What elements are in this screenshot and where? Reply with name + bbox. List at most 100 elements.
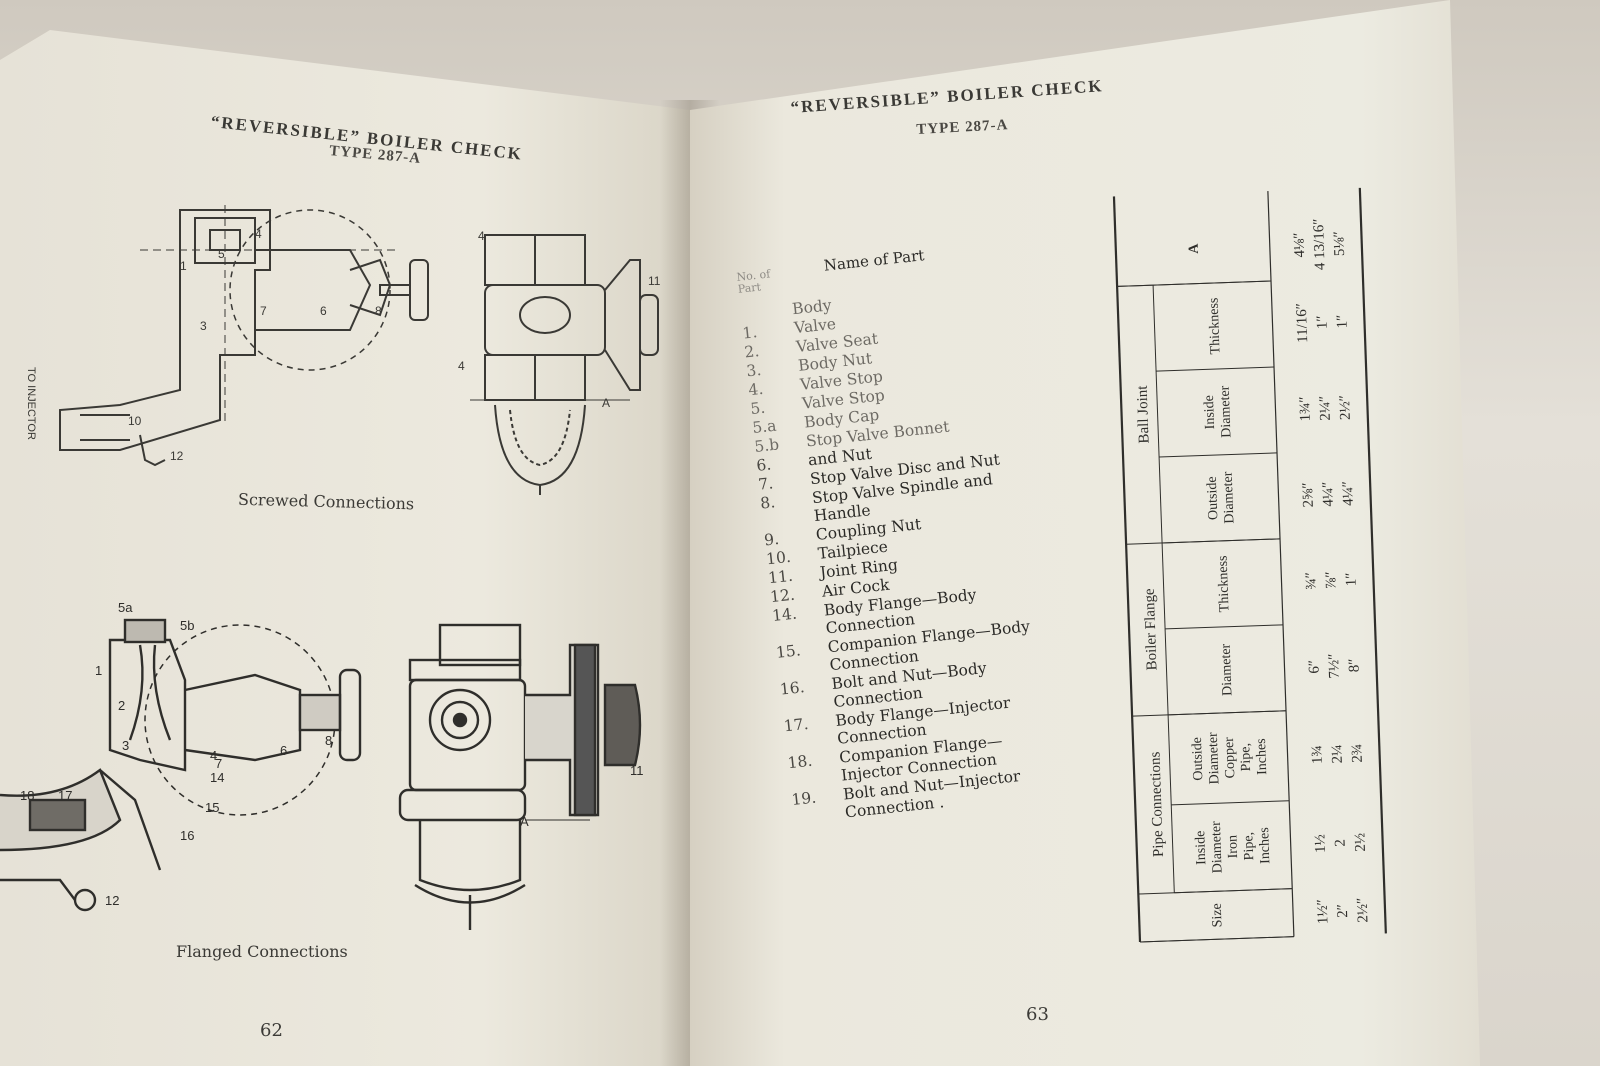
table-cell-value: 4⅛″ bbox=[1291, 232, 1308, 258]
table-cell-value: 2″ bbox=[1335, 904, 1351, 918]
table-column-header: Inches bbox=[1257, 827, 1273, 864]
left-page: “REVERSIBLE” BOILER CHECK TYPE 287-A bbox=[0, 30, 690, 1066]
svg-text:7: 7 bbox=[260, 304, 267, 318]
table-column-header: Diameter bbox=[1219, 643, 1236, 696]
table-cell-value: 6″ bbox=[1306, 660, 1322, 674]
table-cell-value: ¾″ bbox=[1303, 572, 1320, 590]
table-top-rule bbox=[1112, 196, 1142, 943]
table-column-divider bbox=[1156, 366, 1275, 372]
table-cell-value: 1¾″ bbox=[1297, 396, 1314, 422]
table-column-divider bbox=[1168, 710, 1287, 716]
svg-text:18: 18 bbox=[20, 788, 34, 803]
table-column-header: Iron bbox=[1225, 835, 1241, 859]
right-page: “REVERSIBLE” BOILER CHECK TYPE 287-A 63 bbox=[690, 0, 1480, 1066]
dimension-table-body: Pipe Connections Boiler Flange Ball JointS… bbox=[1112, 187, 1387, 943]
table-cell-value: 2¼″ bbox=[1317, 395, 1334, 421]
right-page-number: 63 bbox=[1026, 1004, 1049, 1025]
svg-text:4: 4 bbox=[478, 229, 485, 243]
svg-text:6: 6 bbox=[320, 304, 327, 318]
table-column-divider bbox=[1159, 452, 1278, 458]
svg-text:4: 4 bbox=[458, 359, 465, 373]
table-column-divider bbox=[1171, 800, 1290, 806]
table-column-header: Outside bbox=[1190, 737, 1207, 781]
table-cell-value: 2½″ bbox=[1355, 897, 1372, 923]
table-column-header: Diameter bbox=[1218, 385, 1235, 438]
svg-text:14: 14 bbox=[210, 770, 224, 785]
svg-text:15: 15 bbox=[205, 800, 219, 815]
svg-text:1: 1 bbox=[180, 259, 187, 273]
table-column-divider bbox=[1165, 624, 1284, 630]
svg-text:16: 16 bbox=[180, 828, 194, 843]
svg-text:8: 8 bbox=[325, 733, 332, 748]
table-cell-value: 5⅛″ bbox=[1331, 231, 1348, 257]
table-cell-value: 2¾ bbox=[1349, 744, 1366, 763]
table-cell-value: ⅞″ bbox=[1323, 571, 1340, 589]
svg-text:A: A bbox=[602, 396, 610, 410]
table-cell-value: 2 bbox=[1333, 839, 1349, 847]
table-cell-value: 11/16″ bbox=[1294, 303, 1311, 343]
table-column-header: Pipe, bbox=[1238, 743, 1254, 772]
table-column-divider bbox=[1139, 936, 1294, 943]
table-cell-value: 1″ bbox=[1314, 315, 1330, 329]
table-cell-value: 1″ bbox=[1343, 572, 1359, 586]
table-bottom-rule bbox=[1358, 187, 1387, 934]
table-column-header: Copper bbox=[1222, 737, 1238, 779]
table-column-header: Inches bbox=[1254, 738, 1270, 775]
table-column-header: A bbox=[1187, 242, 1202, 254]
svg-text:2: 2 bbox=[118, 698, 125, 713]
table-column-divider bbox=[1174, 888, 1293, 894]
caption-flanged: Flanged Connections bbox=[176, 942, 348, 961]
table-cell-value: 2½ bbox=[1352, 833, 1369, 852]
table-column-header: Diameter bbox=[1209, 821, 1226, 874]
svg-text:5b: 5b bbox=[180, 618, 194, 633]
table-column-header: Inside bbox=[1202, 395, 1218, 430]
table-column-header: Inside bbox=[1193, 830, 1209, 865]
svg-text:3: 3 bbox=[200, 319, 207, 333]
screwed-connections-drawing: 4 5 1 3 7 6 8 10 12 4 4 11 A TO INJECTOR bbox=[25, 205, 660, 495]
table-cell-value: 1½ bbox=[1312, 834, 1329, 853]
table-cell-value: 7½″ bbox=[1326, 653, 1343, 679]
table-cell-value: 4¼″ bbox=[1340, 481, 1357, 507]
table-cell-value: 2¼ bbox=[1329, 744, 1346, 763]
table-column-header: Thickness bbox=[1207, 297, 1224, 354]
svg-text:12: 12 bbox=[105, 893, 119, 908]
left-page-number: 62 bbox=[260, 1020, 283, 1041]
table-column-header: Size bbox=[1210, 903, 1226, 928]
svg-text:6: 6 bbox=[280, 743, 287, 758]
table-cell-value: 1″ bbox=[1334, 314, 1350, 328]
svg-text:5a: 5a bbox=[118, 600, 133, 615]
svg-text:4: 4 bbox=[210, 748, 217, 763]
table-column-divider bbox=[1117, 280, 1272, 287]
table-column-header: Pipe, bbox=[1241, 832, 1257, 861]
table-cell-value: 2½″ bbox=[1337, 395, 1354, 421]
table-cell-value: 1½″ bbox=[1315, 899, 1332, 925]
svg-text:A: A bbox=[520, 814, 529, 829]
table-group-header: Ball Joint bbox=[1135, 385, 1153, 444]
svg-text:8: 8 bbox=[375, 304, 382, 318]
table-column-header: Outside bbox=[1205, 476, 1222, 520]
svg-text:4: 4 bbox=[255, 227, 262, 241]
svg-text:17: 17 bbox=[58, 788, 72, 803]
svg-text:1: 1 bbox=[95, 663, 102, 678]
table-column-divider bbox=[1162, 538, 1281, 544]
table-cell-value: 4¼″ bbox=[1320, 481, 1337, 507]
svg-text:TO INJECTOR: TO INJECTOR bbox=[25, 367, 37, 440]
table-cell-value: 1¾ bbox=[1309, 745, 1326, 764]
svg-text:12: 12 bbox=[170, 449, 184, 463]
svg-text:3: 3 bbox=[122, 738, 129, 753]
table-header-rule bbox=[1267, 191, 1295, 937]
table-cell-value: 8″ bbox=[1346, 658, 1362, 672]
table-group-header: Boiler Flange bbox=[1142, 588, 1161, 671]
table-group-header: Pipe Connections bbox=[1147, 751, 1167, 857]
svg-text:11: 11 bbox=[648, 274, 660, 288]
table-column-header: Thickness bbox=[1216, 555, 1233, 612]
table-column-header: Diameter bbox=[1206, 732, 1223, 785]
svg-text:5: 5 bbox=[218, 247, 225, 261]
table-group-rule bbox=[1152, 285, 1163, 544]
svg-text:10: 10 bbox=[128, 414, 142, 428]
table-column-header: Diameter bbox=[1221, 471, 1238, 524]
svg-text:7: 7 bbox=[215, 756, 222, 771]
svg-text:11: 11 bbox=[630, 763, 644, 778]
